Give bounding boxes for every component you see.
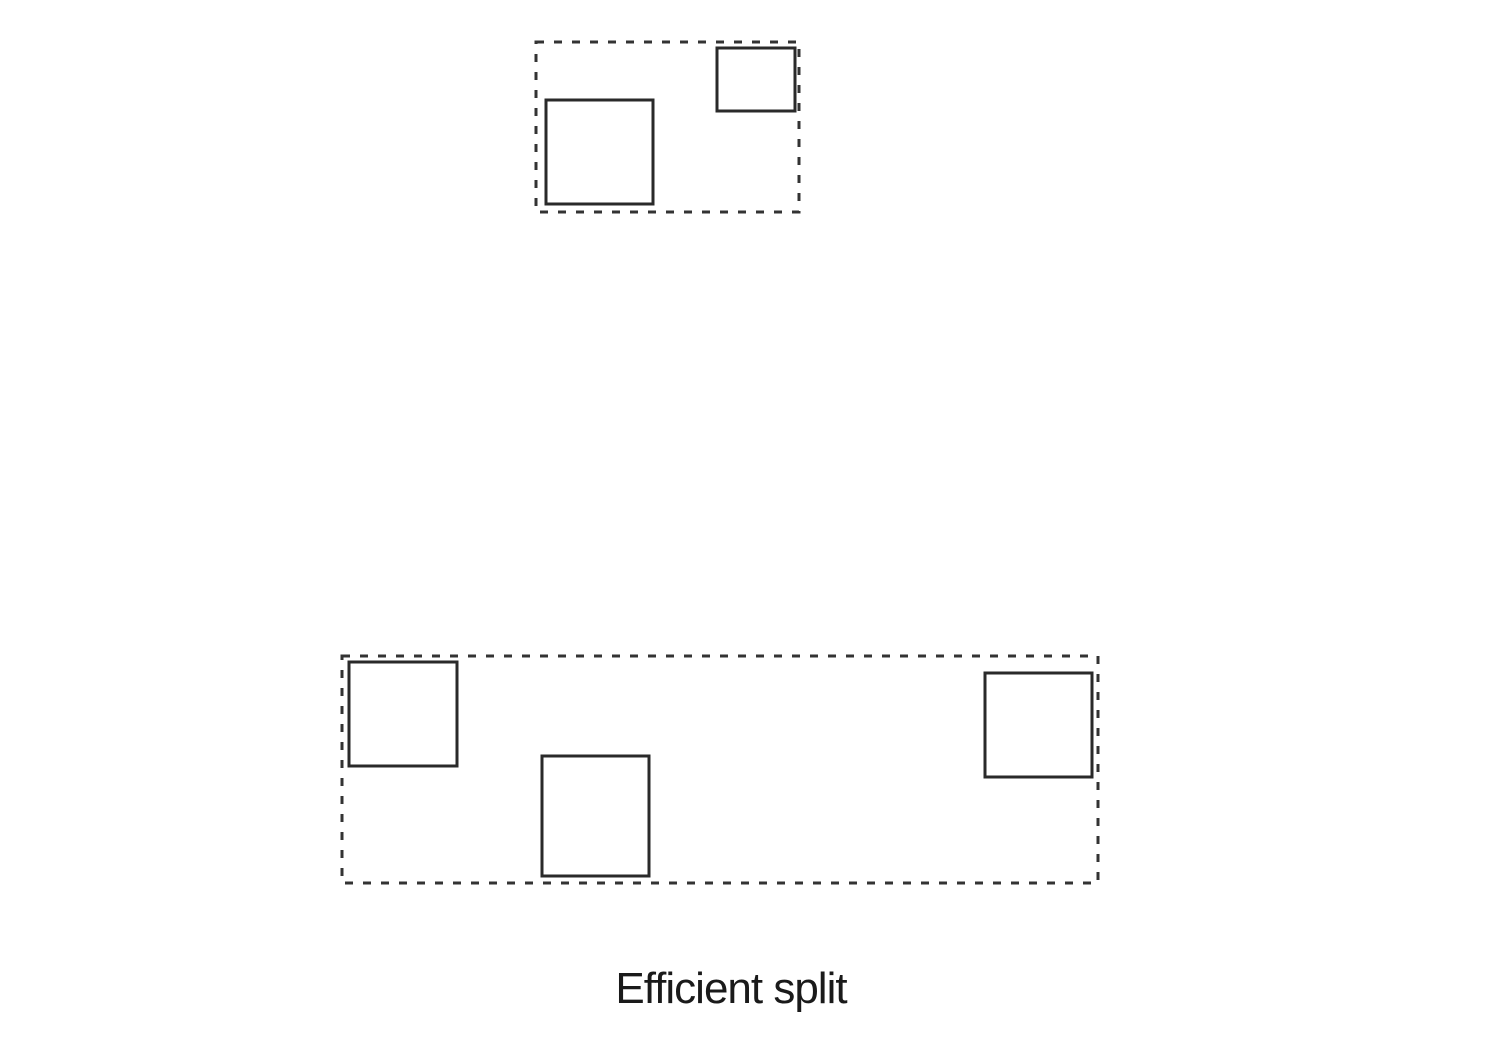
lower-group bbox=[340, 654, 1100, 885]
diagram-caption: Efficient split bbox=[0, 964, 1490, 1014]
lower-rectangle-left bbox=[347, 660, 459, 768]
caption-text: Efficient split bbox=[615, 964, 847, 1013]
lower-rectangle-right bbox=[983, 671, 1094, 779]
lower-rectangle-middle bbox=[540, 754, 651, 878]
upper-rectangle-small bbox=[715, 46, 797, 113]
upper-rectangle-large bbox=[544, 98, 655, 206]
upper-bounding-box bbox=[534, 40, 801, 214]
upper-group bbox=[534, 40, 801, 214]
lower-bounding-box bbox=[340, 654, 1100, 885]
